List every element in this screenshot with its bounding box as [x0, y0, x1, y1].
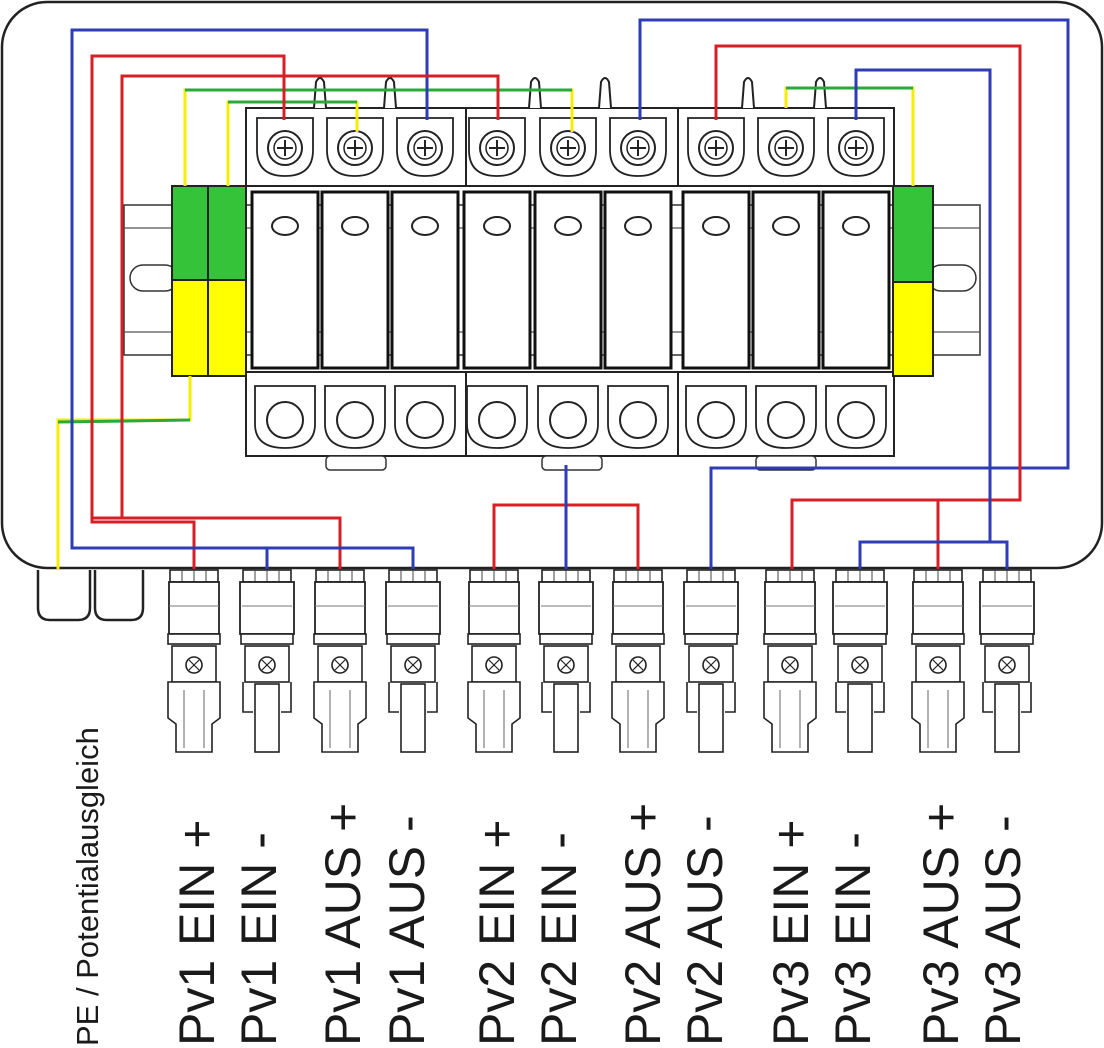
mc4-connector-1 [167, 569, 221, 753]
spd-pole-9 [821, 117, 891, 449]
mc4-connector-3 [313, 569, 367, 753]
wire-pv1-aus-plus-a [92, 516, 342, 570]
mc4-connector-6 [538, 569, 594, 753]
spd-pole-4 [462, 117, 532, 449]
wire-pv1-aus-minus [267, 546, 415, 570]
label-pv2-ein-plus: Pv2 EIN + [469, 820, 525, 1047]
label-pv1-ein-minus: Pv1 EIN - [231, 832, 287, 1046]
wire-pv3-aus-minus [990, 540, 1009, 570]
wire-pv3-ein-minus [854, 68, 992, 570]
mc4-connector-12 [979, 569, 1035, 753]
spd-housing-2 [462, 107, 679, 471]
mc4-connectors [167, 569, 1035, 753]
label-pv2-aus-plus: Pv2 AUS + [615, 803, 671, 1046]
terminal-tab-3 [528, 77, 542, 109]
spd-pole-1 [250, 117, 320, 449]
wires [56, 18, 1070, 570]
spd-housing-3 [677, 107, 895, 471]
wire-pe-yellow [56, 376, 192, 570]
terminal-block-left-1 [171, 185, 209, 377]
terminal-block-right [892, 185, 934, 377]
label-pv3-aus-plus: Pv3 AUS + [913, 803, 969, 1046]
label-pv2-aus-minus: Pv2 AUS - [677, 815, 733, 1046]
spd-pole-8 [751, 117, 821, 449]
label-pv3-ein-minus: Pv3 EIN - [825, 832, 881, 1046]
terminal-block-left-2 [207, 185, 247, 377]
pe-gland-1 [36, 570, 92, 622]
mc4-connector-2 [239, 569, 295, 753]
wire-pv1-aus-plus [120, 74, 500, 520]
label-pv3-aus-minus: Pv3 AUS - [975, 815, 1031, 1046]
mc4-connector-5 [467, 569, 521, 753]
wire-pv1-ein-minus [70, 28, 429, 570]
spd-pole-5 [533, 117, 603, 449]
wire-pv1-ein-plus [90, 54, 286, 570]
wire-pv3-ein-plus [714, 44, 1022, 570]
pe-gland-2 [93, 570, 145, 622]
wire-pv2-aus-minus [638, 18, 1070, 570]
terminal-tab-5 [741, 77, 755, 109]
spd-pole-7 [681, 117, 751, 449]
spd-housing-1 [245, 107, 467, 471]
mc4-connector-8 [683, 569, 739, 753]
wire-pe-green [57, 418, 191, 424]
mc4-connector-7 [611, 569, 665, 753]
mc4-connector-11 [911, 569, 965, 753]
label-pv1-aus-plus: Pv1 AUS + [315, 803, 371, 1046]
mc4-connector-9 [763, 569, 817, 753]
label-pv3-ein-plus: Pv3 EIN + [763, 820, 819, 1047]
spd-pole-2 [320, 117, 390, 449]
label-pv1-aus-minus: Pv1 AUS - [379, 815, 435, 1046]
surge-protector-modules [245, 77, 895, 471]
label-pv1-ein-plus: Pv1 EIN + [169, 820, 225, 1047]
terminal-tab-6 [813, 77, 827, 109]
label-pv2-ein-minus: Pv2 EIN - [531, 832, 587, 1046]
mc4-connector-4 [385, 569, 441, 753]
connector-labels: Pv1 EIN + Pv1 EIN - Pv1 AUS + Pv1 AUS - … [169, 803, 1031, 1046]
mc4-connector-10 [832, 569, 888, 753]
spd-pole-6 [603, 117, 673, 449]
terminal-tab-4 [598, 77, 612, 109]
terminal-tab-2 [383, 77, 397, 109]
enclosure-outline [0, 0, 1104, 570]
pe-label: PE / Potentialausgleich [70, 727, 105, 1046]
spd-pole-3 [390, 117, 460, 449]
